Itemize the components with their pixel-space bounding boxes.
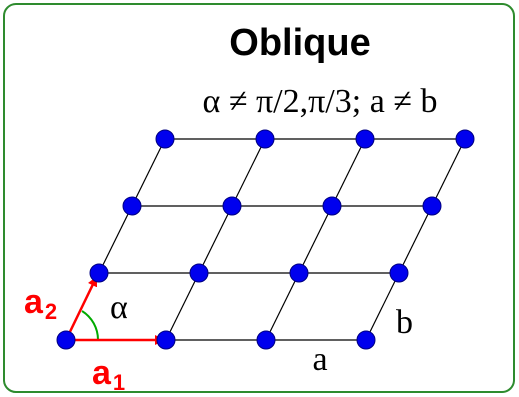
vector-a1-label: a1 xyxy=(92,354,125,395)
lattice-condition: α ≠ π/2,π/3; a ≠ b xyxy=(203,83,438,120)
vector-a2-arrow xyxy=(64,276,98,341)
vector-a1-letter: a xyxy=(92,354,112,392)
lattice-point xyxy=(322,196,342,216)
lattice-point xyxy=(289,263,309,283)
vector-a2-label: a2 xyxy=(24,283,57,324)
diagram-title: Oblique xyxy=(229,22,370,64)
lattice-point xyxy=(156,330,176,350)
lattice-point xyxy=(122,196,142,216)
vector-a2-subscript: 2 xyxy=(45,299,57,324)
vector-a1-subscript: 1 xyxy=(113,370,125,395)
lattice-point xyxy=(455,129,475,149)
side-b-label: b xyxy=(396,304,413,341)
lattice-point xyxy=(355,129,375,149)
lattice-point xyxy=(222,196,242,216)
angle-label: α xyxy=(110,289,128,326)
lattice-point xyxy=(89,263,109,283)
lattice-column-line xyxy=(365,138,466,341)
lattice-point xyxy=(189,263,209,283)
frame xyxy=(3,3,515,393)
lattice-point xyxy=(155,129,175,149)
side-a-label: a xyxy=(312,341,327,378)
lattice-point xyxy=(422,196,442,216)
lattice-point xyxy=(356,330,376,350)
lattice-point xyxy=(255,129,275,149)
vector-a2-letter: a xyxy=(24,283,44,321)
lattice-point xyxy=(56,330,76,350)
lattice-points xyxy=(56,129,475,350)
lattice-column-line xyxy=(165,138,266,341)
lattice-point xyxy=(256,330,276,350)
lattice-column-line xyxy=(265,138,366,341)
angle-arc xyxy=(81,310,100,341)
lattice-point xyxy=(389,263,409,283)
